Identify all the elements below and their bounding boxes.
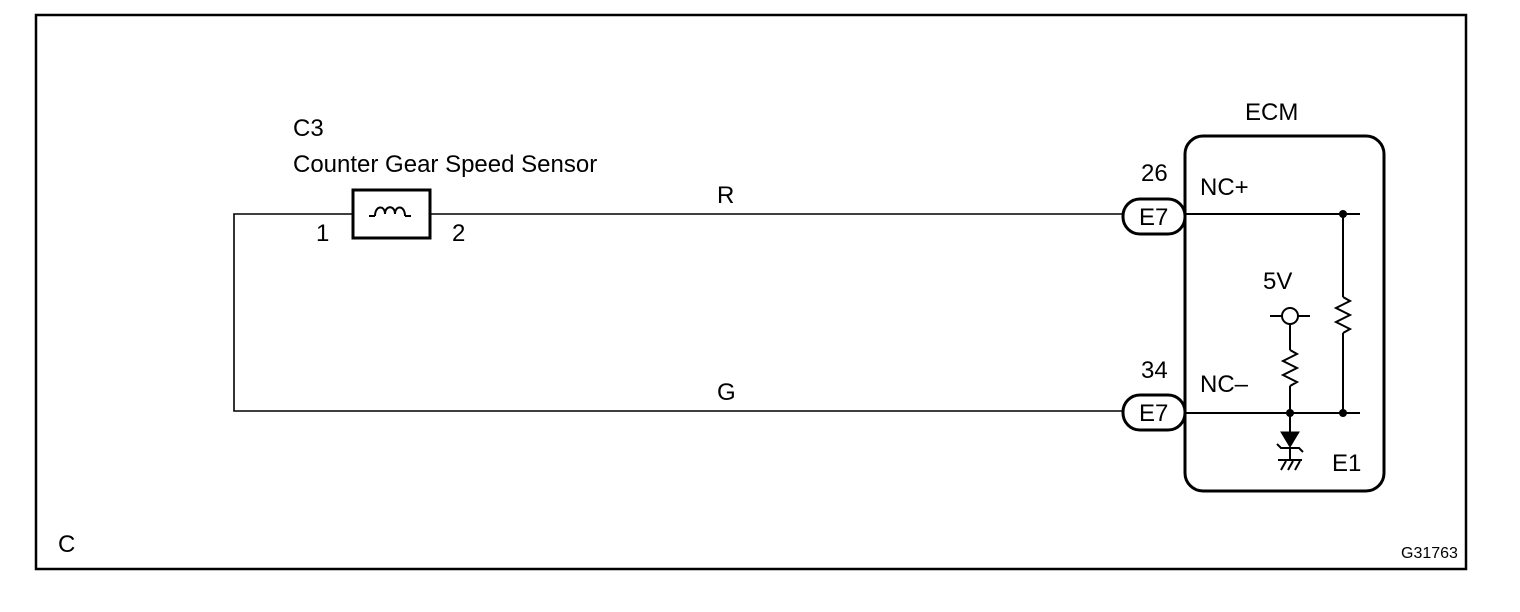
sensor-code: C3 <box>293 115 324 142</box>
diagram-border <box>34 13 1468 571</box>
ecm-pin-bottom-number: 34 <box>1141 357 1168 384</box>
sensor-pin-2: 2 <box>452 220 465 247</box>
sensor-pin-1: 1 <box>316 220 329 247</box>
ecm-title: ECM <box>1245 99 1298 126</box>
wire-color-top: R <box>717 182 734 209</box>
supply-voltage-label: 5V <box>1263 268 1292 295</box>
ecm-signal-top: NC+ <box>1200 174 1249 201</box>
ground-hatch-3 <box>1294 460 1301 471</box>
ecm-pin-top-number: 26 <box>1141 160 1168 187</box>
ground-hatch-2 <box>1287 460 1294 471</box>
ground-label: E1 <box>1332 450 1361 477</box>
connector-bottom-label: E7 <box>1139 400 1168 427</box>
connector-top <box>1121 197 1187 236</box>
resistor-right-icon <box>1333 296 1353 334</box>
figure-id: G31763 <box>1401 545 1458 562</box>
sensor-box <box>351 188 432 240</box>
ground-hatch-1 <box>1280 460 1287 471</box>
wire-left-loop <box>233 213 1123 412</box>
supply-terminal-icon <box>1281 307 1299 325</box>
zener-diode-icon <box>1280 431 1300 448</box>
wire-color-bottom: G <box>717 379 736 406</box>
sensor-name: Counter Gear Speed Sensor <box>293 151 597 178</box>
ecm-box <box>1183 134 1386 493</box>
coil-icon <box>374 206 406 217</box>
resistor-supply-icon <box>1280 349 1300 387</box>
corner-label: C <box>58 531 75 558</box>
ecm-signal-bottom: NC– <box>1200 371 1249 398</box>
connector-top-label: E7 <box>1139 204 1168 231</box>
